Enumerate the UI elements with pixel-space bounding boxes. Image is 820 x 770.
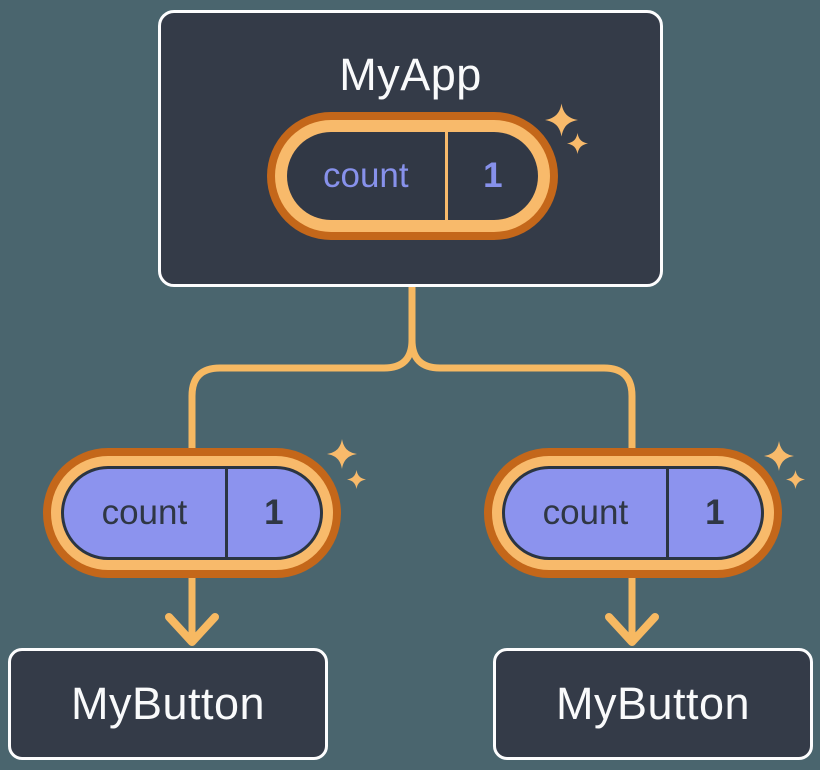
prop-pill-ring: count 1: [51, 456, 333, 570]
prop-pill-left: count 1: [43, 448, 341, 578]
sparkle-icon-large: [327, 439, 357, 469]
arrow-down-icon: [165, 613, 219, 646]
sparkle-icon-small: [786, 470, 805, 489]
state-pill-ring: count 1: [275, 120, 550, 232]
app-component-title: MyApp: [339, 49, 482, 100]
sparkle-icon-small: [347, 470, 366, 489]
prop-name: count: [64, 469, 228, 557]
prop-pill-ring: count 1: [492, 456, 774, 570]
prop-name: count: [505, 469, 669, 557]
button-component-title: MyButton: [70, 678, 266, 729]
prop-value: 1: [264, 493, 284, 532]
button-component-box-left: MyButton: [8, 648, 328, 760]
state-pill: count 1: [267, 112, 558, 240]
sparkle-icon-large: [545, 103, 578, 137]
sparkle-icon-small: [567, 133, 588, 154]
sparkle-icon-large: [764, 441, 794, 471]
button-component-title: MyButton: [555, 678, 751, 729]
button-component-box-right: MyButton: [493, 648, 813, 760]
arrow-down-icon: [605, 613, 659, 646]
prop-pill-right: count 1: [484, 448, 782, 578]
state-name: count: [287, 132, 448, 220]
connector-branch-right: [408, 287, 636, 638]
prop-value: 1: [705, 493, 725, 532]
state-value: 1: [483, 156, 503, 195]
